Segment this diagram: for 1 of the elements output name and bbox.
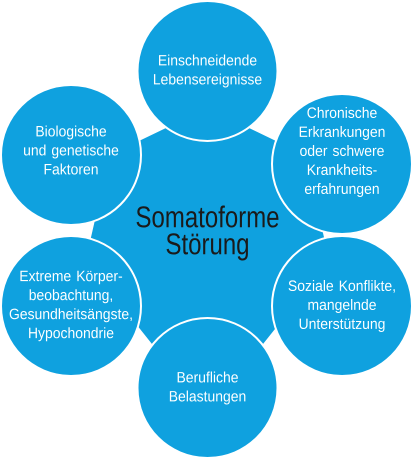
node-label: Berufliche Belastungen (170, 372, 246, 404)
